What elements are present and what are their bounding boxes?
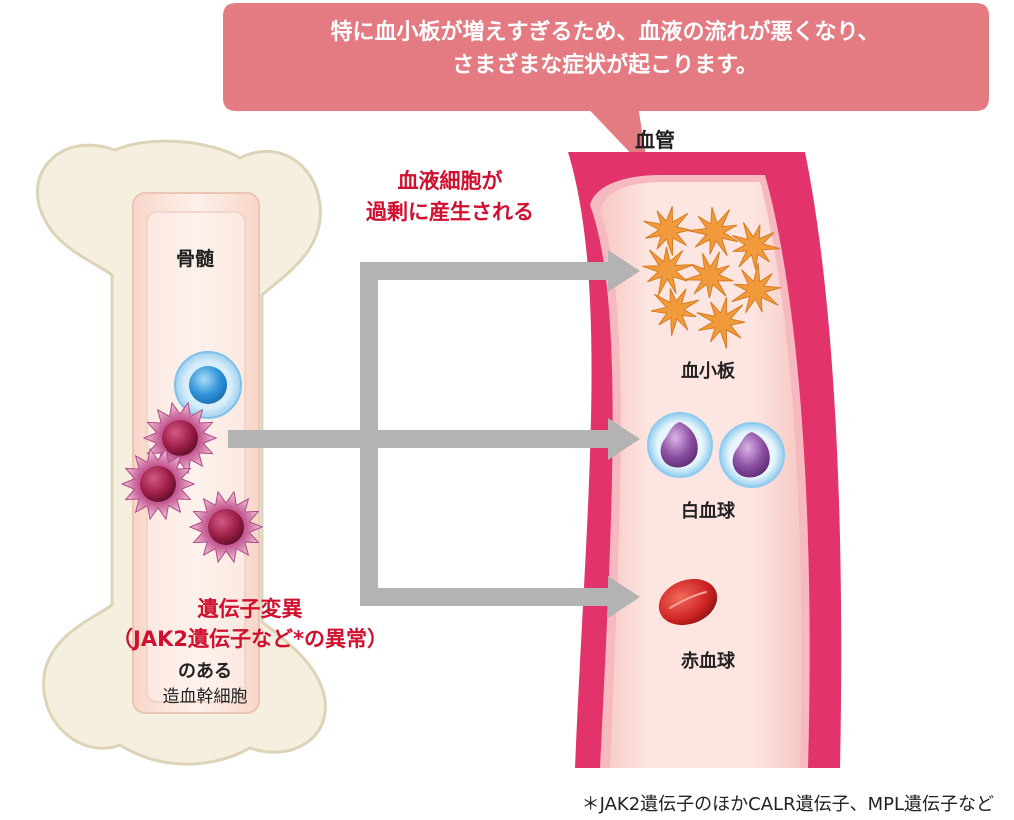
callout-bubble <box>221 1 991 179</box>
callout-text: 特に血小板が増えすぎるため、血液の流れが悪くなり、 さまざまな症状が起こります。 <box>220 16 990 82</box>
white-blood-cell <box>647 412 713 478</box>
platelet <box>731 262 782 313</box>
platelet <box>696 297 746 349</box>
mutation-line-2: （JAK2遺伝子など*の異常） <box>112 627 388 651</box>
platelet <box>643 206 691 256</box>
overproduction-label: 血液細胞が 過剰に産生される <box>330 166 570 228</box>
bone-marrow-label: 骨髄 <box>175 248 214 270</box>
normal-stem-cell <box>174 351 242 419</box>
platelet <box>732 222 781 271</box>
blood-vessel-label: 血管 <box>635 128 675 152</box>
stem-cell-label-line-1: のある <box>178 661 232 682</box>
platelet <box>687 207 739 257</box>
platelet <box>684 251 734 299</box>
mutation-line-1: 遺伝子変異 <box>197 597 303 621</box>
arrow-to-white-blood-cells <box>228 418 640 460</box>
white-blood-cell-label: 白血球 <box>681 501 735 522</box>
red-blood-cell-label: 赤血球 <box>681 651 735 672</box>
platelet <box>650 288 700 336</box>
callout-line-1: 特に血小板が増えすぎるため、血液の流れが悪くなり、 <box>330 20 880 45</box>
stem-cell-label-line-2: 造血幹細胞 <box>162 687 248 707</box>
blood-vessel <box>568 152 842 768</box>
mutated-stem-cell <box>120 447 196 521</box>
platelet-label: 血小板 <box>681 361 735 382</box>
overproduction-line-2: 過剰に産生される <box>366 200 534 224</box>
mutation-label: 遺伝子変異 （JAK2遺伝子など*の異常） <box>70 594 430 654</box>
platelet <box>642 246 694 296</box>
platelet-cluster <box>642 206 782 349</box>
red-blood-cell <box>658 578 718 626</box>
arrow-to-platelets <box>360 250 640 606</box>
arrow-to-red-blood-cells <box>360 576 640 618</box>
callout-line-2: さまざまな症状が起こります。 <box>452 53 758 78</box>
mutated-stem-cell <box>188 490 264 564</box>
overproduction-line-1: 血液細胞が <box>397 169 503 193</box>
white-blood-cell <box>719 422 785 488</box>
footnote: ＊JAK2遺伝子のほかCALR遺伝子、MPL遺伝子など <box>581 794 994 815</box>
